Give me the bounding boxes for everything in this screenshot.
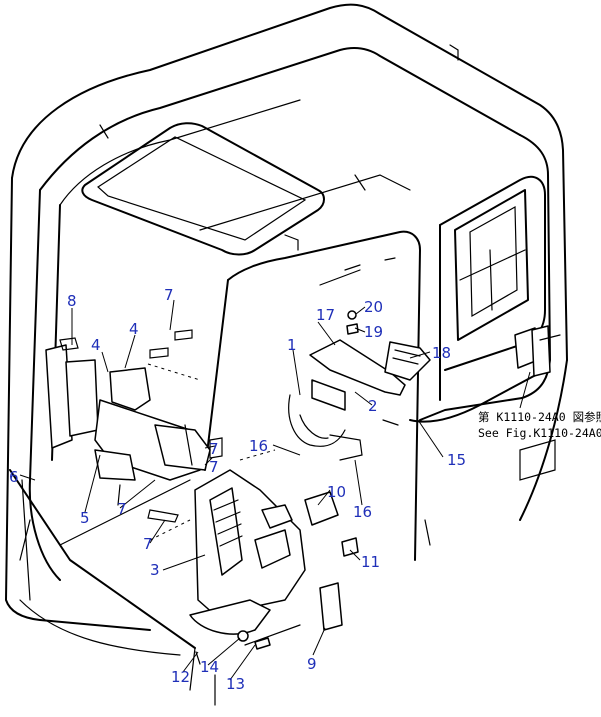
callout-5: 5	[80, 509, 90, 527]
callout-11: 11	[361, 553, 380, 571]
label-plates	[147, 329, 223, 459]
callout-12: 12	[171, 668, 190, 686]
callout-17: 17	[316, 306, 335, 324]
callout-7e: 7	[143, 535, 153, 553]
callout-20: 20	[364, 298, 383, 316]
callout-7c: 7	[209, 458, 219, 476]
callout-4a: 4	[91, 336, 101, 354]
callout-9: 9	[307, 655, 317, 673]
console-duct	[189, 469, 343, 665]
left-trim-parts	[45, 337, 211, 523]
callout-7b: 7	[209, 440, 219, 458]
reference-text-en: See Fig.K1110-24A0	[478, 426, 601, 440]
callout-2: 2	[368, 397, 378, 415]
cab-shell	[5, 3, 568, 706]
reference-note: 第 K1110-24A0 図参照 See Fig.K1110-24A0	[478, 410, 601, 440]
callout-numbers: 1 2 3 4 4 5 6 7 7 7 7 7 8 9 10 11 12 13 …	[9, 286, 466, 693]
callout-18: 18	[432, 344, 451, 362]
callout-19: 19	[364, 323, 383, 341]
callout-14: 14	[200, 658, 219, 676]
callout-16a: 16	[249, 437, 268, 455]
reference-text-jp: 第 K1110-24A0 図参照	[478, 410, 601, 424]
reference-bracket	[514, 325, 561, 377]
callout-16b: 16	[353, 503, 372, 521]
wiring-parts	[149, 257, 431, 557]
callout-3: 3	[150, 561, 160, 579]
callout-15: 15	[447, 451, 466, 469]
callout-7d: 7	[117, 500, 127, 518]
callout-1: 1	[287, 336, 297, 354]
callout-10: 10	[327, 483, 346, 501]
leader-lines	[19, 299, 531, 681]
callout-4b: 4	[129, 320, 139, 338]
callout-7a: 7	[164, 286, 174, 304]
callout-8: 8	[67, 292, 77, 310]
callout-6: 6	[9, 468, 19, 486]
callout-13: 13	[226, 675, 245, 693]
